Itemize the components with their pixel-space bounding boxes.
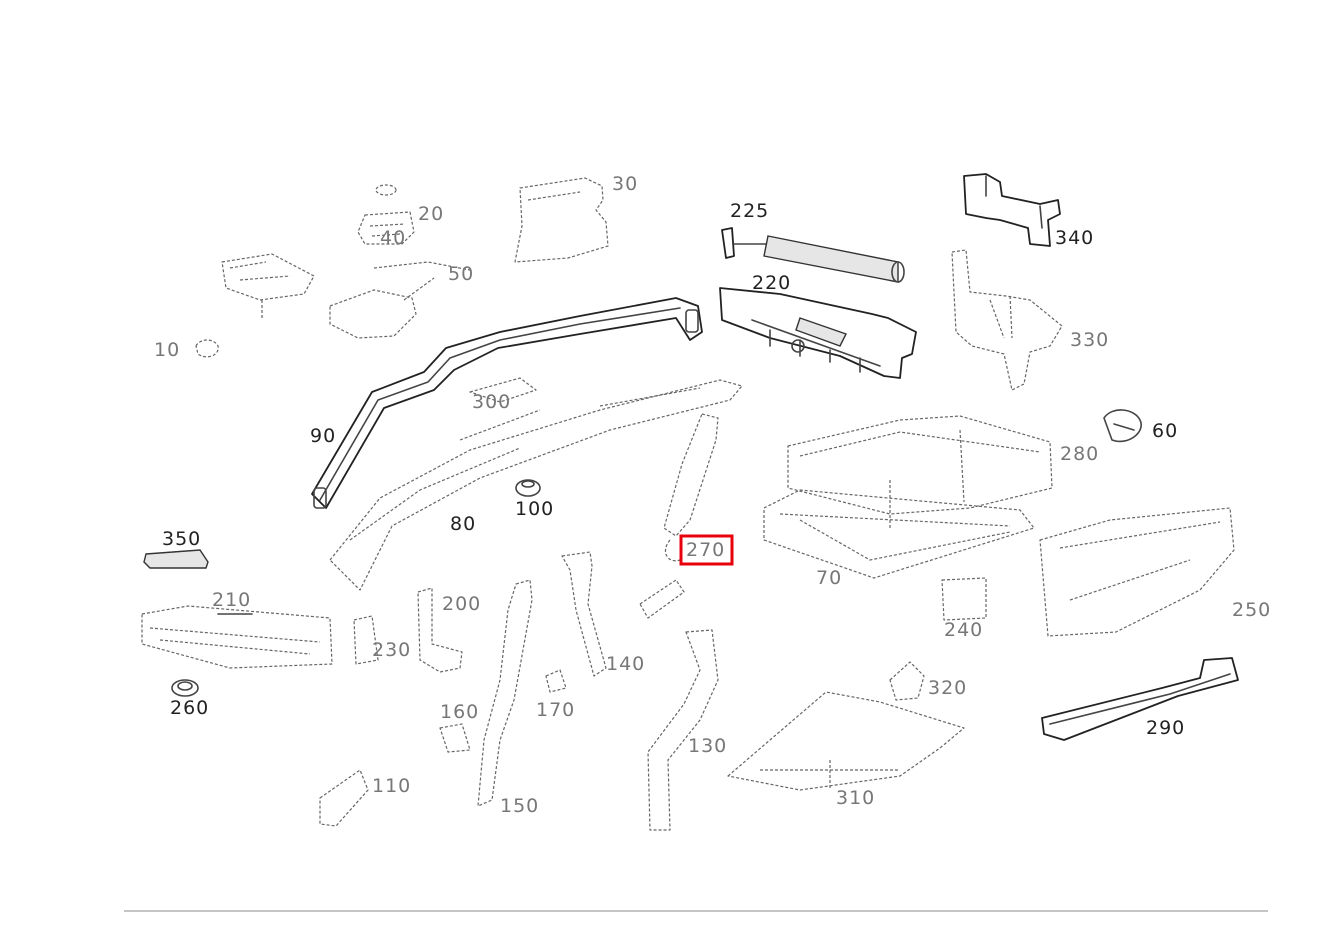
part-30-module[interactable] (514, 177, 609, 263)
part-220-tube[interactable] (763, 235, 905, 283)
label-330[interactable]: 330 (1070, 329, 1109, 351)
label-340[interactable]: 340 (1055, 227, 1094, 249)
label-60[interactable]: 60 (1152, 420, 1178, 442)
label-220[interactable]: 220 (752, 272, 791, 294)
label-130[interactable]: 130 (688, 735, 727, 757)
label-270[interactable]: 270 (686, 539, 725, 561)
label-140[interactable]: 140 (606, 653, 645, 675)
label-260[interactable]: 260 (170, 697, 209, 719)
part-260-grommet[interactable] (171, 679, 199, 697)
part-50-bracket[interactable] (329, 261, 471, 339)
part-320-connector[interactable] (889, 661, 925, 701)
label-290[interactable]: 290 (1146, 717, 1185, 739)
label-210[interactable]: 210 (212, 589, 251, 611)
part-170-clip[interactable] (545, 669, 567, 693)
part-110-part[interactable] (319, 769, 369, 827)
label-320[interactable]: 320 (928, 677, 967, 699)
label-170[interactable]: 170 (536, 699, 575, 721)
part-60-clip[interactable] (1103, 409, 1142, 443)
part-160-clamp[interactable] (439, 723, 471, 753)
part-220-housing[interactable] (719, 287, 917, 379)
part-180-hose[interactable] (477, 579, 533, 807)
label-50[interactable]: 50 (448, 263, 474, 285)
part-200-bracket[interactable] (353, 587, 463, 673)
part-210-strip[interactable] (141, 605, 333, 669)
part-100-grommet[interactable] (515, 479, 541, 497)
part-310-panel[interactable] (727, 691, 965, 791)
label-350[interactable]: 350 (162, 528, 201, 550)
part-340-bracket[interactable] (963, 173, 1061, 247)
label-30[interactable]: 30 (612, 173, 638, 195)
part-225-pin[interactable] (721, 227, 769, 259)
label-240[interactable]: 240 (944, 619, 983, 641)
label-200[interactable]: 200 (442, 593, 481, 615)
label-90[interactable]: 90 (310, 425, 336, 447)
part-350-block[interactable] (143, 549, 209, 569)
part-130-hose[interactable] (647, 629, 719, 831)
label-300[interactable]: 300 (472, 391, 511, 413)
label-160[interactable]: 160 (440, 701, 479, 723)
label-250[interactable]: 250 (1232, 599, 1271, 621)
part-50-cover[interactable] (787, 415, 1053, 528)
part-250-panel[interactable] (1039, 507, 1235, 637)
part-240-small-part[interactable] (941, 577, 987, 621)
label-150[interactable]: 150 (500, 795, 539, 817)
label-80[interactable]: 80 (450, 513, 476, 535)
part-290-rail[interactable] (1041, 657, 1239, 741)
part-20-connector[interactable] (357, 184, 415, 245)
highlight-box (679, 534, 734, 566)
label-310[interactable]: 310 (836, 787, 875, 809)
label-40[interactable]: 40 (380, 227, 406, 249)
label-10[interactable]: 10 (154, 339, 180, 361)
label-280[interactable]: 280 (1060, 443, 1099, 465)
part-40-connector[interactable] (221, 253, 315, 318)
label-20[interactable]: 20 (418, 203, 444, 225)
label-230[interactable]: 230 (372, 639, 411, 661)
label-100[interactable]: 100 (515, 498, 554, 520)
part-270-hose[interactable] (639, 413, 719, 619)
part-10-clip[interactable] (195, 339, 219, 358)
part-330-bracket[interactable] (951, 249, 1063, 391)
part-90-seal[interactable] (311, 297, 703, 509)
label-70[interactable]: 70 (816, 567, 842, 589)
label-110[interactable]: 110 (372, 775, 411, 797)
part-80-support[interactable] (329, 377, 743, 591)
part-70-box[interactable] (763, 489, 1035, 579)
label-225[interactable]: 225 (730, 200, 769, 222)
part-140-hose[interactable] (561, 551, 607, 677)
